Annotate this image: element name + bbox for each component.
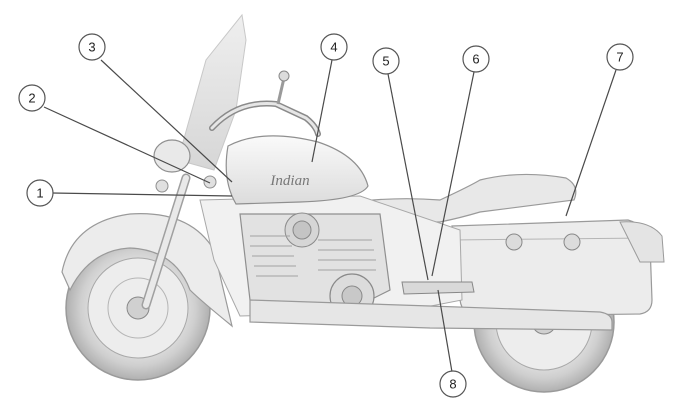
callout-number-4: 4	[330, 40, 337, 55]
leader-line-8	[437, 289, 453, 373]
headlamp	[153, 139, 217, 193]
callout-3: 3	[78, 33, 106, 61]
saddlebag	[451, 219, 665, 317]
callout-number-6: 6	[472, 52, 479, 67]
leader-line-1	[51, 192, 233, 197]
windshield	[177, 13, 247, 171]
callout-5: 5	[372, 47, 400, 75]
leader-line-3	[100, 59, 233, 183]
leader-line-2	[43, 106, 211, 184]
callout-1: 1	[26, 179, 54, 207]
leader-line-5	[387, 73, 429, 281]
front-fender	[61, 213, 233, 328]
callout-number-1: 1	[36, 186, 43, 201]
callout-2: 2	[18, 84, 46, 112]
engine	[239, 212, 391, 321]
leader-line-7	[565, 69, 617, 217]
fuel-tank: Indian	[225, 135, 369, 205]
front-fork	[141, 173, 191, 310]
callout-number-3: 3	[88, 40, 95, 55]
callout-number-5: 5	[382, 54, 389, 69]
exhaust-pipe	[249, 299, 613, 331]
callout-8: 8	[439, 370, 467, 398]
leader-line-6	[431, 71, 475, 277]
floorboard	[401, 281, 475, 295]
callout-number-8: 8	[449, 377, 456, 392]
leader-line-4	[311, 59, 333, 163]
leader-lines	[43, 59, 617, 373]
handlebar	[209, 70, 321, 137]
callout-number-2: 2	[28, 91, 35, 106]
callout-number-7: 7	[616, 50, 623, 65]
callout-4: 4	[320, 33, 348, 61]
callout-6: 6	[462, 45, 490, 73]
tank-logo: Indian	[269, 173, 309, 189]
callout-7: 7	[606, 43, 634, 71]
